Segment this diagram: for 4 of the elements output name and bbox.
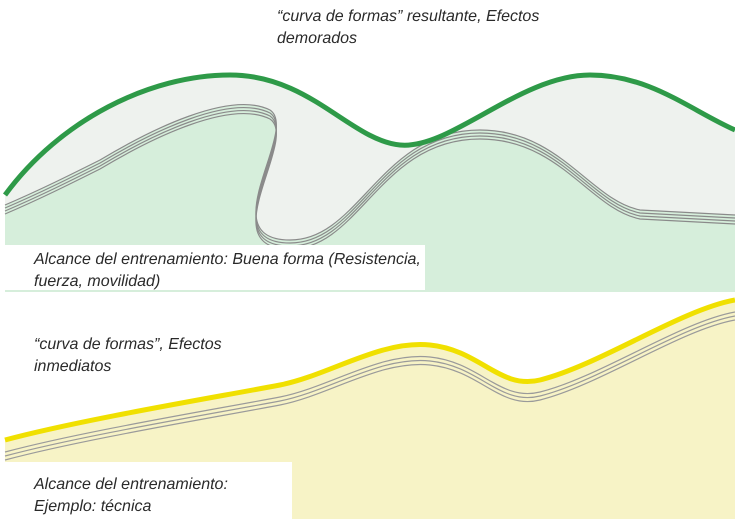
caption-text: Alcance del entrenamiento: Buena forma (Resistencia, fuerza, movilidad)	[34, 250, 422, 292]
caption-text: Alcance del entrenamiento: Ejemplo: técnica	[34, 475, 229, 517]
caption-text: “curva de formas” resultante, Efectos demorados	[277, 7, 540, 49]
caption-text: “curva de formas”, Efectos inmediatos	[34, 335, 223, 377]
